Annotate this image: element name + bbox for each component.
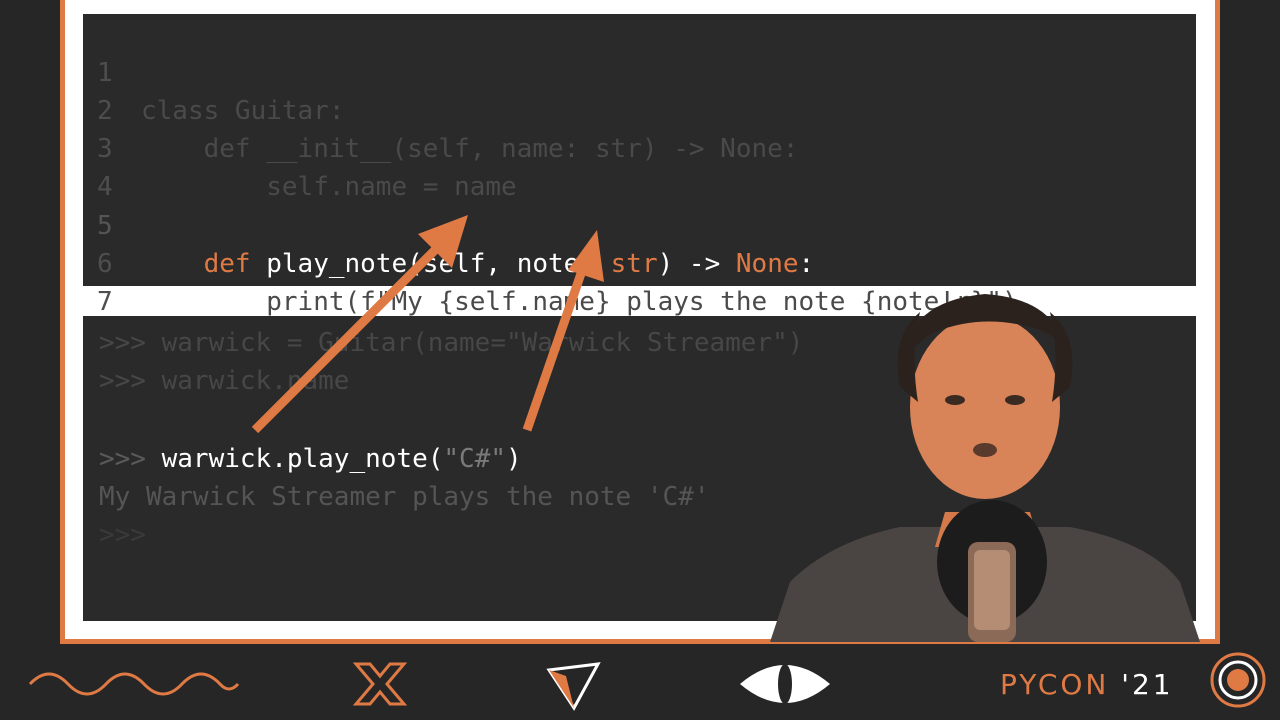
code-editor: 1 class Guitar: 2 def __init__(self, nam… (83, 14, 1196, 317)
code-text: class Guitar: (141, 96, 345, 126)
brand-name: PYCON (1000, 668, 1110, 701)
repl-output: My Warwick Streamer plays the note 'C#' (99, 482, 710, 512)
type-annotation: str (610, 249, 658, 279)
line-number: 6 (97, 249, 113, 279)
eye-icon (740, 664, 830, 704)
pycon-logo: PYCON '21 (1000, 668, 1174, 701)
line-number: 3 (97, 134, 113, 164)
code-text: def __init__(self, name: str) -> None: (203, 134, 799, 164)
code-text: self.name = name (266, 172, 517, 202)
code-line-6: 6 print(f"My {self.name} plays the note … (83, 207, 1018, 317)
code-line-2: 2 def __init__(self, name: str) -> None: (83, 54, 798, 164)
x-icon (352, 662, 408, 706)
line-number: 7 (97, 287, 113, 317)
line-number: 1 (97, 58, 113, 88)
repl-call: warwick.play_note( (161, 444, 444, 474)
brand-year: '21 (1109, 668, 1174, 701)
code-line-5-highlighted: 5 def play_note(self, note: str) -> None… (83, 169, 814, 279)
line-number: 4 (97, 172, 113, 202)
repl-line-5: >>> (99, 520, 146, 550)
code-text: def play_note(self, note: str) -> None: (203, 249, 815, 279)
repl-prompt: >>> (99, 444, 162, 474)
code-line-7: 7 (83, 245, 146, 317)
def-keyword: def (203, 249, 251, 279)
triangle-icon (546, 662, 601, 711)
function-name: play_note (250, 249, 408, 279)
return-type: None (735, 249, 799, 279)
repl-line-highlighted: >>> warwick.play_note("C#") (99, 444, 522, 474)
repl-string-arg: "C#" (443, 444, 507, 474)
repl-line-2: >>> warwick.name (99, 366, 350, 396)
repl-line-1: >>> warwick = Guitar(name="Warwick Strea… (99, 328, 804, 358)
code-line-4: 4 (83, 130, 146, 202)
footer-bar (28, 652, 1266, 711)
line-number: 2 (97, 96, 113, 126)
wave-icon (28, 672, 240, 696)
target-icon (1210, 652, 1266, 708)
code-line-3: 3 self.name = name (83, 92, 517, 202)
presenter-video (770, 294, 1200, 642)
code-line-1: 1 class Guitar: (83, 16, 345, 126)
line-number: 5 (97, 211, 113, 241)
